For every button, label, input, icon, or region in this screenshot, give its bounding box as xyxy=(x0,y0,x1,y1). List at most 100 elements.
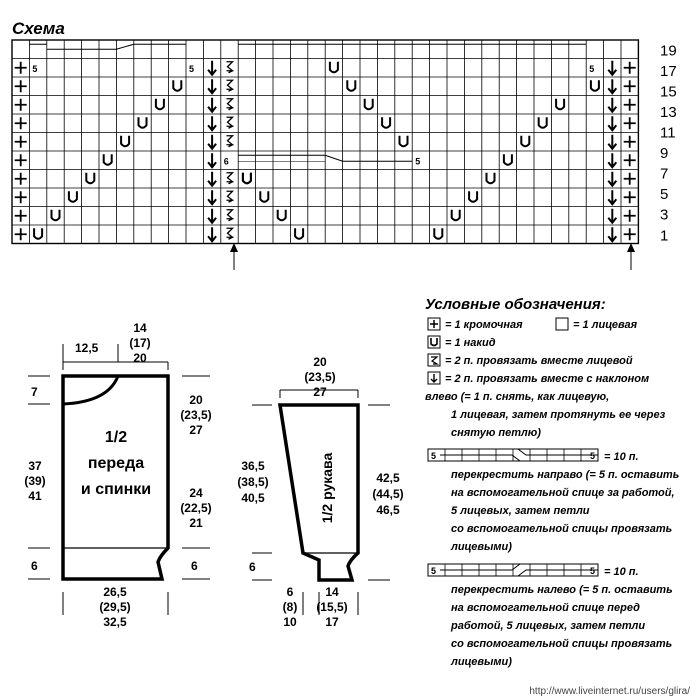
legend-yo: = 1 накид xyxy=(445,337,496,349)
legend-k2tog-left-1: = 2 п. провязать вместе с наклоном xyxy=(445,373,649,385)
watermark-url: http://www.liveinternet.ru/users/glira/ xyxy=(529,686,690,697)
row-number-label: 13 xyxy=(660,104,677,121)
row-number-label: 5 xyxy=(660,186,668,203)
arrow-down-icon xyxy=(607,97,618,114)
k2tog-icon xyxy=(226,135,235,148)
arrow-down-icon xyxy=(607,153,618,169)
knit-stitch-symbol xyxy=(555,317,569,331)
body-left-dim-3: 41 xyxy=(28,489,42,503)
body-top-dim-2: (17) xyxy=(129,336,150,350)
sleeve-bottom-left-dim-2: (8) xyxy=(283,600,298,614)
legend-cross-right-1: = 10 п. xyxy=(604,451,639,463)
edge-stitch-plus-icon xyxy=(14,98,27,111)
legend-k2tog-left-4: снятую петлю) xyxy=(451,427,541,439)
body-bottom-dim-3: 32,5 xyxy=(103,615,127,629)
edge-stitch-plus-icon xyxy=(14,117,27,130)
arrow-down-icon xyxy=(607,190,618,206)
sleeve-bottom-right-dim-2: (15,5) xyxy=(316,600,347,614)
arrow-down-icon xyxy=(207,116,217,132)
chart-title: Схема xyxy=(12,19,65,38)
arrow-down-icon xyxy=(207,190,217,206)
arrow-down-icon xyxy=(207,227,217,243)
yarn-over-icon xyxy=(137,117,148,129)
sleeve-left-dim-1: 36,5 xyxy=(241,459,265,473)
yarn-over-icon xyxy=(468,191,479,203)
sleeve-left-6: 6 xyxy=(249,560,256,574)
k2tog-icon xyxy=(226,79,235,92)
yarn-over-icon xyxy=(430,338,438,347)
edge-stitch-plus-icon xyxy=(623,117,636,130)
row-number-label: 9 xyxy=(660,145,668,162)
body-right-top-dim-3: 27 xyxy=(189,423,203,437)
body-left-7: 7 xyxy=(31,385,38,399)
legend-title: Условные обозначения: xyxy=(425,296,606,313)
yarn-over-icon xyxy=(485,172,496,185)
row-number-label: 15 xyxy=(660,83,677,100)
edge-stitch-plus-icon xyxy=(623,61,636,74)
edge-stitch-plus-icon xyxy=(623,154,636,167)
edge-stitch-plus-icon xyxy=(14,228,27,241)
k2tog-icon xyxy=(226,209,235,222)
yarn-over-icon xyxy=(120,135,131,148)
row-number-label: 11 xyxy=(660,124,676,141)
yarn-over-icon xyxy=(346,80,357,92)
sleeve-top-dim-2: (23,5) xyxy=(304,370,335,384)
legend-cross-left-1: = 10 п. xyxy=(604,566,639,578)
edge-stitch-plus-icon xyxy=(623,80,636,93)
edge-stitch-plus-icon xyxy=(623,209,636,222)
legend-k2tog: = 2 п. провязать вместе лицевой xyxy=(445,355,633,367)
cross-right-five-a: 5 xyxy=(431,451,436,461)
edge-stitch-plus-icon xyxy=(623,98,636,111)
edge-stitch-plus-icon xyxy=(623,172,636,185)
sleeve-top-dim-3: 27 xyxy=(313,385,327,399)
legend: Условные обозначения: = 1 кромочная = 1 … xyxy=(425,296,679,668)
yarn-over-icon xyxy=(381,117,392,129)
arrow-down-icon xyxy=(207,97,217,114)
yarn-over-icon xyxy=(33,228,44,240)
legend-cross-left-4: работой, 5 лицевых, затем петли xyxy=(450,620,645,632)
arrow-down-icon xyxy=(207,171,217,188)
yarn-over-icon xyxy=(294,228,305,240)
yarn-over-icon xyxy=(85,172,96,185)
legend-cross-left-6: лицевыми) xyxy=(450,656,512,668)
yarn-over-icon xyxy=(67,191,78,203)
arrow-down-icon xyxy=(607,208,618,225)
cross-left-five-b: 5 xyxy=(590,566,595,576)
body-label-2: переда xyxy=(88,455,144,472)
arrow-down-icon xyxy=(607,227,618,243)
sleeve-bottom-left-dim-1: 6 xyxy=(287,585,294,599)
body-right-mid-dim-1: 24 xyxy=(189,486,203,500)
arrow-down-icon xyxy=(207,153,217,169)
yarn-over-icon xyxy=(398,135,409,148)
cable-line xyxy=(46,43,186,50)
arrow-down-icon xyxy=(207,60,217,77)
legend-edge: = 1 кромочная xyxy=(445,319,523,331)
yarn-over-icon xyxy=(520,135,531,148)
body-left-6: 6 xyxy=(31,559,38,573)
body-right-top-dim-1: 20 xyxy=(189,393,203,407)
chart-cell-number: 5 xyxy=(32,64,37,74)
yarn-over-icon xyxy=(328,61,339,74)
arrow-down-icon xyxy=(607,79,618,95)
edge-stitch-plus-icon xyxy=(14,135,27,148)
plus-icon xyxy=(430,320,438,328)
yarn-over-icon xyxy=(450,209,461,222)
yarn-over-icon xyxy=(259,191,270,203)
sleeve-bottom-right-dim-1: 14 xyxy=(325,585,339,599)
row-number-label: 7 xyxy=(660,166,668,183)
edge-stitch-plus-icon xyxy=(14,80,27,93)
arrow-down-icon xyxy=(207,208,217,225)
row-number-label: 3 xyxy=(660,207,668,224)
arrow-down-icon xyxy=(607,171,618,188)
yarn-over-icon xyxy=(102,154,113,166)
sleeve-bottom-right-dim-3: 17 xyxy=(325,615,339,629)
legend-k2tog-left-3: 1 лицевая, затем протянуть ее через xyxy=(451,409,666,421)
yarn-over-icon xyxy=(433,228,444,240)
k2tog-icon xyxy=(226,227,235,240)
body-right-6: 6 xyxy=(191,559,198,573)
body-label-3: и спинки xyxy=(81,481,151,498)
edge-stitch-plus-icon xyxy=(14,172,27,185)
yarn-over-icon xyxy=(502,154,513,166)
